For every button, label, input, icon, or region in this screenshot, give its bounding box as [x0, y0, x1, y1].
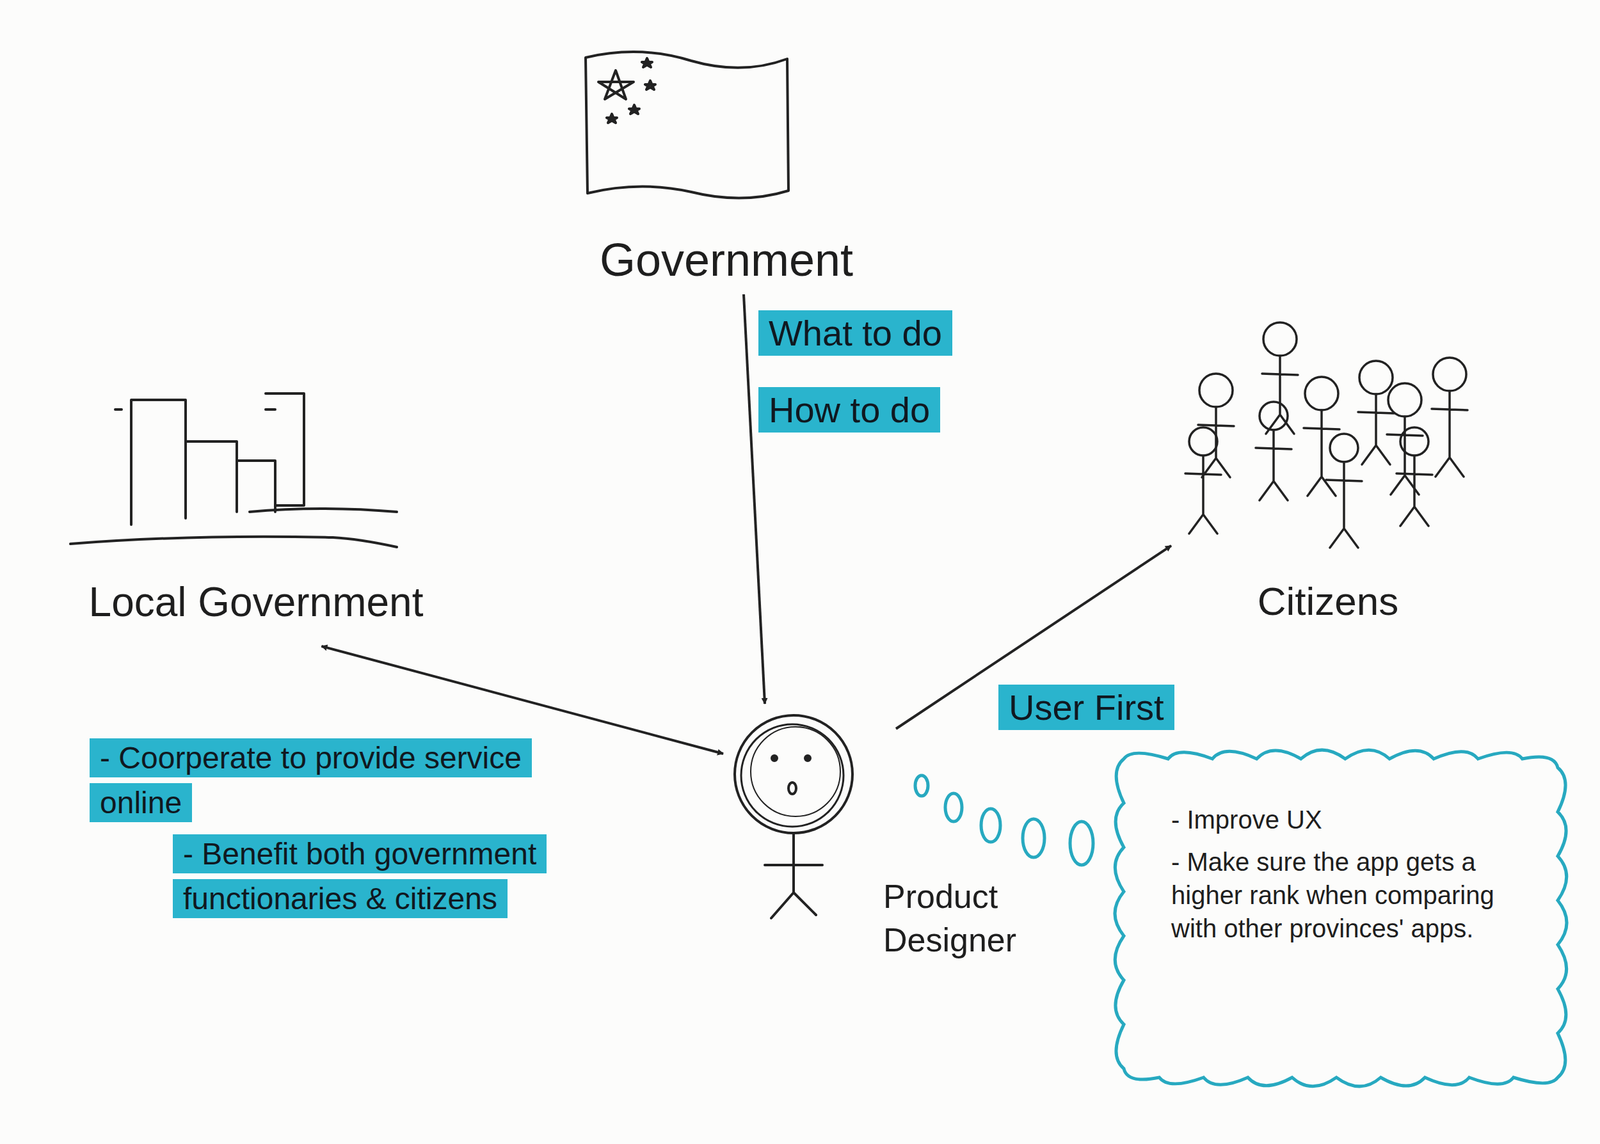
highlight-note: - Benefit both government functionaries …	[172, 834, 547, 919]
highlight-note-box: - Benefit both government functionaries …	[172, 832, 711, 921]
thought-dot	[945, 793, 962, 822]
highlight-note: How to do	[758, 387, 941, 433]
edge-label: User First	[998, 684, 1175, 731]
designer-body	[764, 833, 823, 919]
designer-mouth	[788, 782, 797, 795]
arrow-connector	[321, 646, 724, 754]
highlight-note: - Coorperate to provide service online	[89, 738, 532, 823]
thought-dot	[915, 775, 928, 797]
thought-dot	[1022, 819, 1045, 858]
node-label: Local Government	[51, 576, 461, 630]
edge-label-box: User First	[998, 681, 1268, 734]
designer-eye	[771, 755, 777, 761]
node-label: Government	[588, 230, 864, 291]
arrow-connector	[743, 294, 765, 704]
bubble-note: - Make sure the app gets a higher rank w…	[1171, 845, 1530, 946]
thought-dot	[1070, 821, 1094, 866]
node-label: Citizens	[1222, 576, 1434, 628]
designer-head-scribble	[741, 724, 844, 827]
node-label: Product Designer	[883, 875, 1044, 962]
flag-small-stars	[606, 58, 656, 123]
node-thought-bubble: - Improve UX - Make sure the app gets a h…	[1107, 742, 1575, 1095]
node-figure: Local Government	[51, 377, 461, 647]
thought-dot	[981, 808, 1001, 843]
ground-line	[70, 409, 397, 548]
designer-eye	[805, 755, 811, 761]
buildings	[131, 393, 304, 525]
node-figure: Product Designer	[723, 704, 1044, 954]
highlight-note-box: - Coorperate to provide service online	[89, 736, 525, 825]
flag-star	[598, 70, 634, 100]
designer-head	[734, 715, 853, 834]
citizens-crowd	[1185, 322, 1468, 548]
edge-label-box: What to do	[758, 307, 1028, 360]
flag	[585, 51, 789, 198]
highlight-note-box: How to do	[758, 384, 1015, 436]
designer-head-scribble	[750, 727, 841, 817]
node-figure: Government	[563, 38, 864, 295]
node-figure: Citizens	[1171, 320, 1440, 634]
edge-label: What to do	[758, 310, 953, 356]
bubble-note: - Improve UX	[1171, 803, 1530, 837]
